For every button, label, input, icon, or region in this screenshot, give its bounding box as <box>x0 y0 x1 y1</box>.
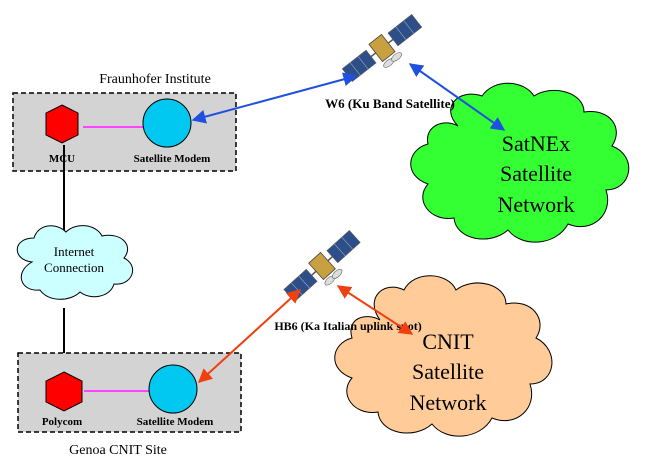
modem-label-bottom: Satellite Modem <box>137 416 214 428</box>
satellite-modem-circle-bottom <box>148 364 198 414</box>
hb6-link-to-genoa <box>197 289 302 383</box>
modem-label-top: Satellite Modem <box>134 153 211 165</box>
cnit-line1: CNIT <box>422 329 474 354</box>
w6-label: W6 (Ku Band Satellite) <box>325 96 455 111</box>
internet-label-line1: Internet <box>54 244 95 259</box>
mcu-hexagon <box>45 104 79 144</box>
fraunhofer-title: Fraunhofer Institute <box>99 72 211 87</box>
genoa-title: Genoa CNIT Site <box>69 443 167 458</box>
satellite-modem-circle-top <box>142 98 192 148</box>
internet-label-line2: Connection <box>44 260 104 275</box>
w6-satellite-icon <box>341 14 423 82</box>
satnex-line1: SatNEx <box>502 131 570 156</box>
internet-cloud <box>16 225 134 300</box>
cnit-line2: Satellite <box>412 359 484 384</box>
polycom-label: Polycom <box>42 416 82 428</box>
mcu-label: MCU <box>49 153 75 165</box>
w6-link-to-satnex <box>408 63 506 131</box>
hb6-link-to-cnit <box>336 285 414 335</box>
satnex-line3: Network <box>498 192 575 217</box>
w6-link-to-fraunhofer <box>191 72 358 124</box>
satnex-line2: Satellite <box>500 161 572 186</box>
cnit-line3: Network <box>410 390 487 415</box>
polycom-hexagon <box>45 371 83 412</box>
